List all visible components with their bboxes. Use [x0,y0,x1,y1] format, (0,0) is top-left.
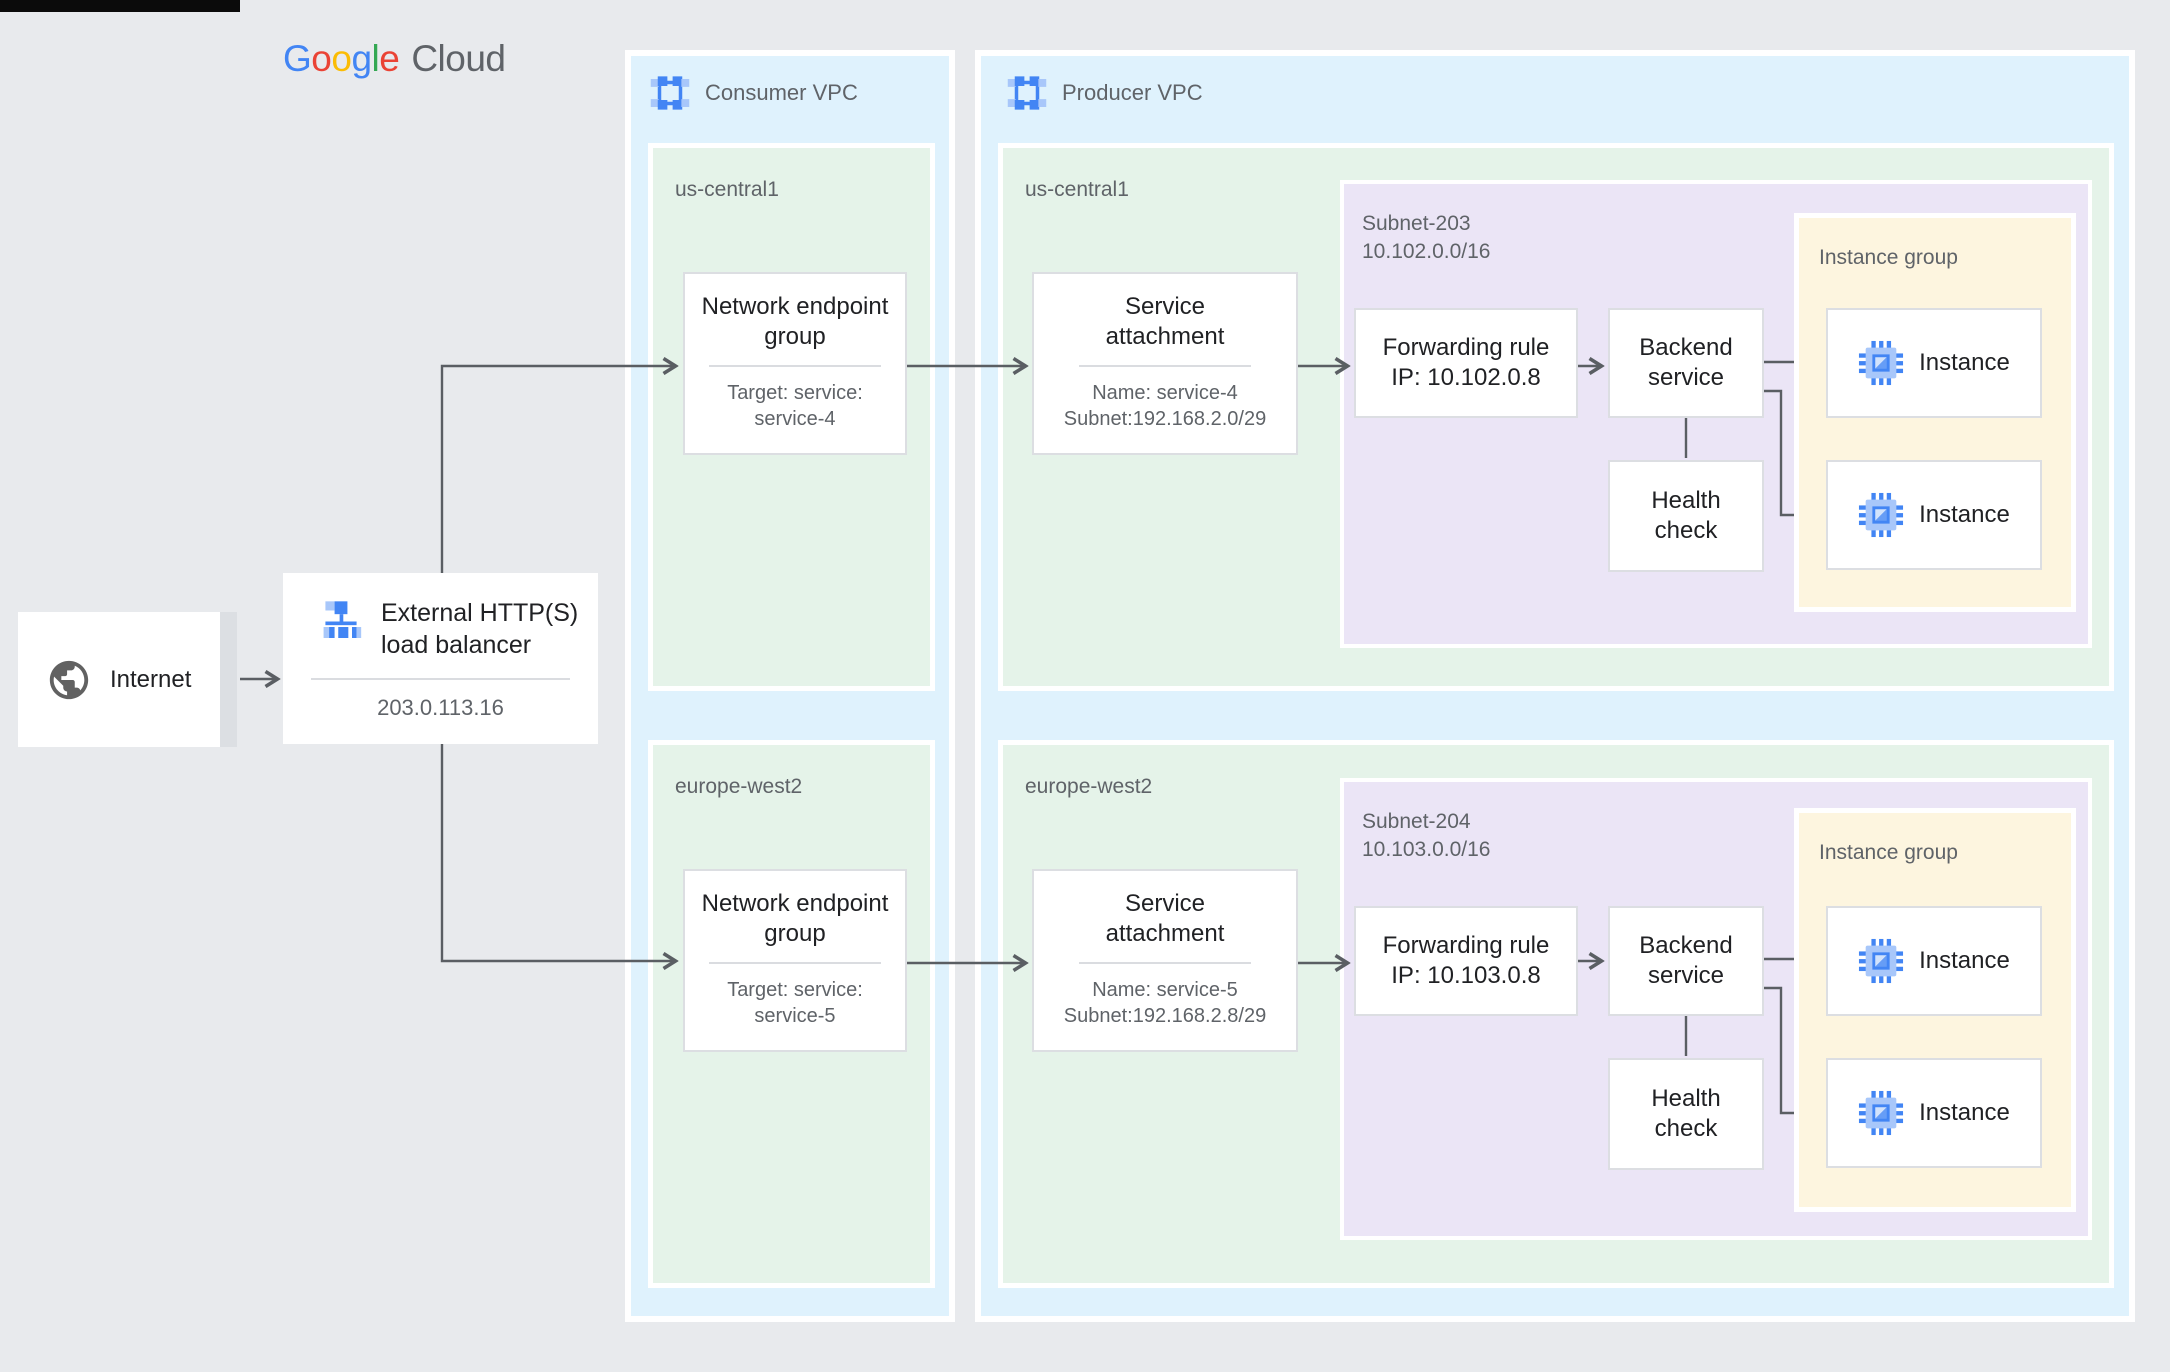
service-attachment-eu: Service attachment Name: service-5 Subne… [1032,869,1298,1052]
region-label: europe-west2 [675,775,803,798]
instance-node: Instance [1826,906,2042,1016]
google-cloud-logo: Google Cloud [283,38,506,80]
region-label: us-central1 [1025,178,1129,201]
google-logo-word: Google [283,38,400,79]
globe-icon [46,657,92,703]
instance-node: Instance [1826,460,2042,570]
region-label: europe-west2 [1025,775,1153,798]
compute-instance-icon [1858,340,1904,386]
vpc-network-icon [649,72,691,114]
vpc-network-icon [1006,72,1048,114]
subnet-label: Subnet-203 10.102.0.0/16 [1362,212,1491,264]
load-balancer-ip: 203.0.113.16 [377,695,504,720]
compute-instance-icon [1858,492,1904,538]
instance-group-label: Instance group [1819,246,1958,269]
producer-vpc-label: Producer VPC [1062,80,1203,105]
backend-service-eu: Backend service [1608,906,1764,1016]
health-check-us: Health check [1608,460,1764,572]
internet-node: Internet [18,612,237,747]
load-balancer-icon [319,601,363,642]
load-balancer-node: External HTTP(S) load balancer 203.0.113… [283,573,598,744]
network-endpoint-group-eu: Network endpoint group Target: service: … [683,869,907,1052]
load-balancer-divider [311,678,570,680]
internet-label: Internet [110,665,192,693]
instance-group-label: Instance group [1819,841,1958,864]
forwarding-rule-eu: Forwarding rule IP: 10.103.0.8 [1354,906,1578,1016]
backend-service-us: Backend service [1608,308,1764,418]
google-logo-cloud-word: Cloud [411,38,506,79]
instance-node: Instance [1826,1058,2042,1168]
consumer-vpc-header: Consumer VPC [649,72,858,114]
region-label: us-central1 [675,178,779,201]
network-endpoint-group-us: Network endpoint group Target: service: … [683,272,907,455]
forwarding-rule-us: Forwarding rule IP: 10.102.0.8 [1354,308,1578,418]
subnet-label: Subnet-204 10.103.0.0/16 [1362,810,1491,862]
producer-vpc-header: Producer VPC [1006,72,1203,114]
compute-instance-icon [1858,1090,1904,1136]
compute-instance-icon [1858,938,1904,984]
health-check-eu: Health check [1608,1058,1764,1170]
top-black-bar [0,0,240,12]
consumer-vpc-label: Consumer VPC [705,80,858,105]
service-attachment-us: Service attachment Name: service-4 Subne… [1032,272,1298,455]
instance-node: Instance [1826,308,2042,418]
load-balancer-title: External HTTP(S) load balancer [381,599,579,659]
